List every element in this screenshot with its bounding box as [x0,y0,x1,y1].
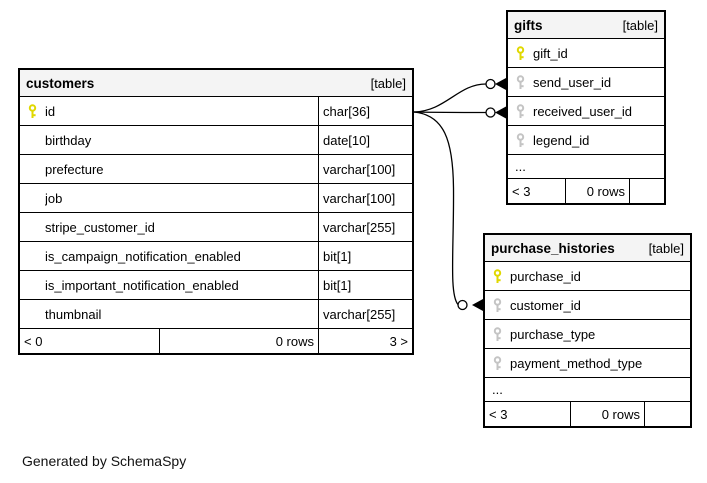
primary-key-icon [20,97,45,125]
table-node-purchase-histories: purchase_histories [table] purchase_id c… [483,233,692,428]
edge-crow-gifts-received-user-id [495,106,506,119]
column-type: bit[1] [318,271,412,299]
no-key-spacer [20,155,45,183]
column-type: date[10] [318,126,412,154]
column-name: id [45,103,56,119]
column-type: varchar[255] [318,300,412,328]
column-name: send_user_id [533,74,612,90]
edge-crow-purchase-histories-customer-id [472,299,483,311]
no-key-spacer [20,126,45,154]
table-title[interactable]: purchase_histories [491,240,615,256]
foreign-key-icon [485,291,510,319]
table-node-customers: customers [table] id char[36] birthday d… [18,68,414,355]
column-name: customer_id [510,297,581,313]
foreign-key-icon [508,126,533,154]
column-name: purchase_type [510,326,596,342]
table-header-purchase-histories: purchase_histories [table] [485,235,690,262]
edge-customers-gifts-send-user-id [413,83,487,113]
column-name: is_campaign_notification_enabled [45,248,241,264]
table-header-gifts: gifts [table] [508,12,664,39]
column-name: stripe_customer_id [45,219,155,235]
table-row: gift_id [508,39,664,68]
edge-odot-purchase-histories-customer-id [457,299,468,311]
no-key-spacer [20,271,45,299]
table-row: purchase_type [485,320,690,349]
table-row: stripe_customer_id varchar[255] [20,213,412,242]
table-title[interactable]: gifts [514,17,543,33]
edge-odot-gifts-send-user-id [485,78,496,90]
no-key-spacer [20,213,45,241]
table-row: purchase_id [485,262,690,291]
table-title[interactable]: customers [26,75,95,91]
no-key-spacer [20,300,45,328]
footer-row-count: 0 rows [565,179,629,203]
generated-by-note: Generated by SchemaSpy [22,453,187,469]
footer-parents-count: < 3 [512,183,531,199]
column-name: gift_id [533,45,568,61]
footer-parents-count: < 0 [24,333,43,349]
table-tag: [table] [370,75,406,91]
primary-key-icon [508,39,533,67]
edge-customers-purchase-histories-customer-id [413,111,459,305]
footer-children-count [629,179,664,203]
table-row: thumbnail varchar[255] [20,300,412,329]
hidden-columns-ellipsis: ... [485,378,690,402]
column-name: purchase_id [510,268,581,284]
edge-customers-gifts-received-user-id [413,111,487,114]
table-row: is_important_notification_enabled bit[1] [20,271,412,300]
primary-key-icon [485,262,510,290]
column-type: varchar[100] [318,155,412,183]
table-row: customer_id [485,291,690,320]
column-name: birthday [45,132,92,148]
table-row: birthday date[10] [20,126,412,155]
foreign-key-icon [485,349,510,377]
foreign-key-icon [508,68,533,96]
table-node-gifts: gifts [table] gift_id send_user_id recei… [506,10,666,205]
column-name: received_user_id [533,103,633,119]
footer-parents-count: < 3 [489,406,508,422]
foreign-key-icon [485,320,510,348]
column-type: varchar[255] [318,213,412,241]
no-key-spacer [20,242,45,270]
column-name: payment_method_type [510,355,643,371]
table-tag: [table] [648,240,684,256]
no-key-spacer [20,184,45,212]
column-name: is_important_notification_enabled [45,277,239,293]
table-row: id char[36] [20,97,412,126]
column-name: prefecture [45,161,104,177]
table-row: received_user_id [508,97,664,126]
footer-row-count: 0 rows [159,329,318,353]
table-row: payment_method_type [485,349,690,378]
column-type: varchar[100] [318,184,412,212]
column-type: char[36] [318,97,412,125]
table-row: job varchar[100] [20,184,412,213]
footer-children-count [644,402,690,426]
table-header-customers: customers [table] [20,70,412,97]
table-row: prefecture varchar[100] [20,155,412,184]
table-footer-gifts: < 3 0 rows [508,179,664,203]
edge-crow-gifts-send-user-id [495,78,506,90]
table-footer-customers: < 0 0 rows 3 > [20,329,412,353]
footer-row-count: 0 rows [570,402,644,426]
column-name: job [45,190,63,206]
table-footer-purchase-histories: < 3 0 rows [485,402,690,426]
column-name: legend_id [533,132,590,148]
foreign-key-icon [508,97,533,125]
table-row: is_campaign_notification_enabled bit[1] [20,242,412,271]
table-row: legend_id [508,126,664,155]
column-type: bit[1] [318,242,412,270]
footer-children-count: 3 > [318,329,412,353]
column-name: thumbnail [45,306,102,322]
hidden-columns-ellipsis: ... [508,155,664,179]
edge-odot-gifts-received-user-id [485,107,496,118]
table-row: send_user_id [508,68,664,97]
table-tag: [table] [622,17,658,33]
